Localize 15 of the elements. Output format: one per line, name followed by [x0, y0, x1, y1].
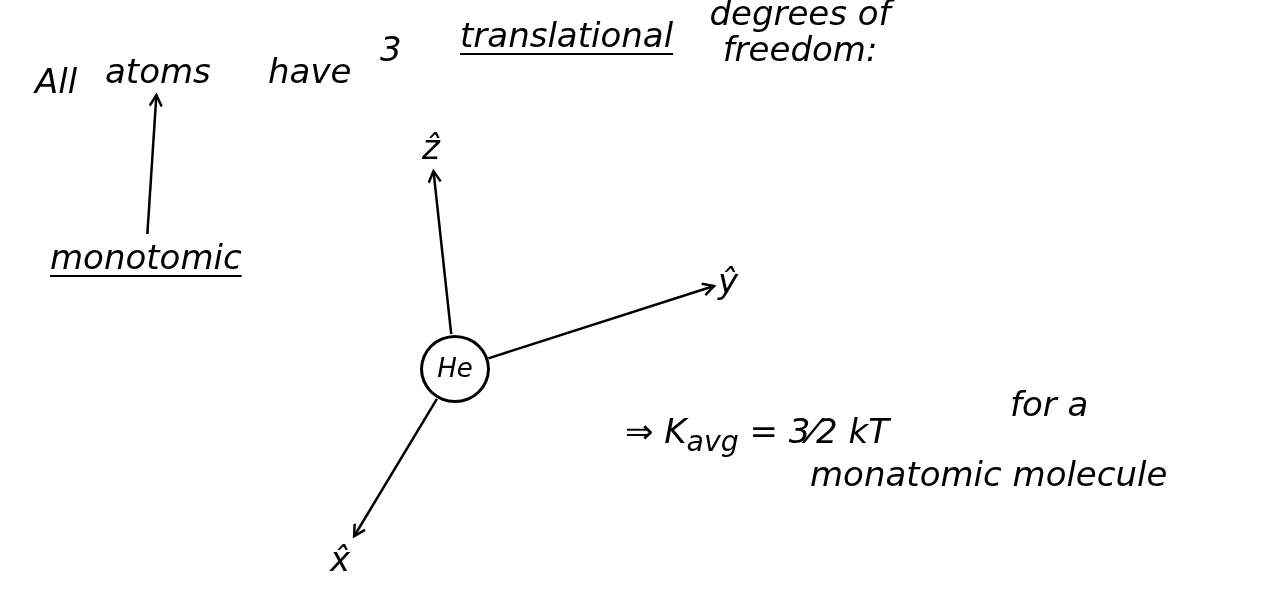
- handwritten-text: translational: [460, 16, 674, 56]
- axis-label: ŷ: [718, 262, 739, 302]
- arrow: [427, 169, 453, 335]
- arrow: [146, 93, 163, 235]
- handwritten-word: atoms: [105, 52, 211, 92]
- atom-circle: He: [420, 335, 490, 403]
- handwritten-text: 3: [380, 30, 402, 70]
- arrow: [352, 398, 438, 538]
- handwritten-text: have: [268, 52, 352, 92]
- arrow: [487, 282, 716, 360]
- handwritten-text: for a: [1010, 385, 1089, 425]
- axis-label: x̂: [330, 540, 351, 580]
- axis-label: ẑ: [422, 128, 440, 168]
- handwritten-text: All: [35, 62, 78, 102]
- handwritten-word: monotomic: [50, 238, 242, 278]
